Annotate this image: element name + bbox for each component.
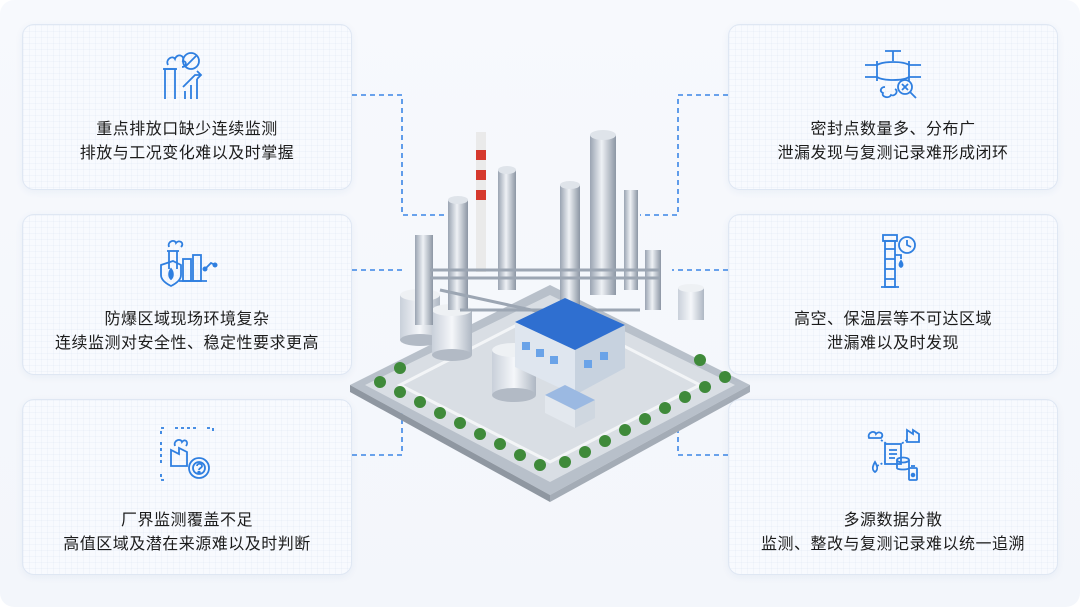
multi-source-data-icon xyxy=(861,422,925,486)
challenge-card-explosion-proof: 防爆区域现场环境复杂 连续监测对安全性、稳定性要求更高 xyxy=(22,214,352,375)
card-line-2: 连续监测对安全性、稳定性要求更高 xyxy=(54,333,319,352)
industrial-plant-illustration xyxy=(350,130,750,502)
card-line-1: 多源数据分散 xyxy=(843,510,943,529)
card-line-1: 重点排放口缺少连续监测 xyxy=(96,119,278,138)
factory-boundary-question-icon xyxy=(155,422,219,486)
chimney-emission-icon xyxy=(155,39,219,103)
challenge-card-seal-points: 密封点数量多、分布广 泄漏发现与复测记录难形成闭环 xyxy=(728,24,1058,190)
challenge-card-unreachable-areas: 高空、保温层等不可达区域 泄漏难以及时发现 xyxy=(728,214,1058,375)
card-line-2: 泄漏难以及时发现 xyxy=(826,333,959,352)
card-line-1: 高空、保温层等不可达区域 xyxy=(793,309,992,328)
card-line-2: 排放与工况变化难以及时掌握 xyxy=(79,143,295,162)
challenge-card-multi-source-data: 多源数据分散 监测、整改与复测记录难以统一追溯 xyxy=(728,399,1058,575)
card-line-1: 厂界监测覆盖不足 xyxy=(120,510,253,529)
tower-clock-icon xyxy=(861,229,925,293)
card-line-2: 高值区域及潜在来源难以及时判断 xyxy=(63,534,311,553)
card-line-1: 防爆区域现场环境复杂 xyxy=(104,309,270,328)
explosion-proof-plant-icon xyxy=(155,229,219,293)
challenge-card-boundary-monitoring: 厂界监测覆盖不足 高值区域及潜在来源难以及时判断 xyxy=(22,399,352,575)
card-line-2: 泄漏发现与复测记录难形成闭环 xyxy=(777,143,1009,162)
valve-leak-search-icon xyxy=(861,39,925,103)
card-line-1: 密封点数量多、分布广 xyxy=(810,119,976,138)
challenge-card-emission-monitoring: 重点排放口缺少连续监测 排放与工况变化难以及时掌握 xyxy=(22,24,352,190)
card-line-2: 监测、整改与复测记录难以统一追溯 xyxy=(760,534,1025,553)
